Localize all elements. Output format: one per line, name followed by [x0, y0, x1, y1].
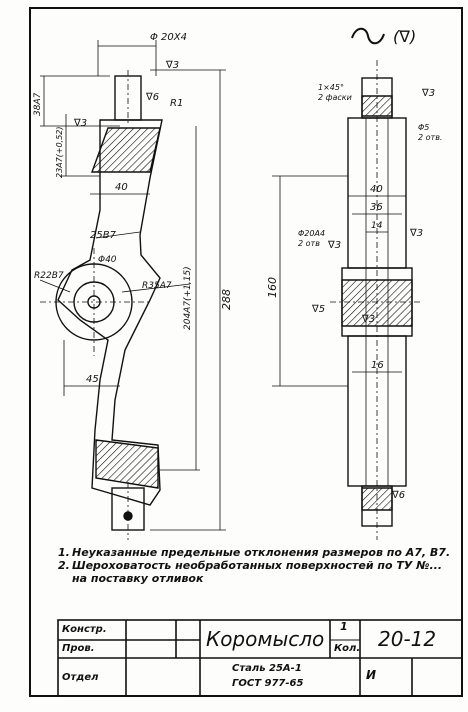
dim-top-width: Φ 20X4: [150, 32, 187, 43]
dim-side-r3-b: ∇3: [361, 314, 375, 325]
upper-section: [91, 127, 161, 173]
tb-material-1: Сталь 25А-1: [232, 663, 302, 674]
dim-r1: R1: [170, 98, 183, 109]
dim-roughness-6: ∇6: [145, 92, 159, 103]
side-dims: [272, 175, 406, 387]
dim-side-r6-bottom: ∇6: [391, 490, 405, 501]
note-1-text: Неуказанные предельные отклонения размер…: [72, 546, 451, 559]
central-hole: [73, 281, 115, 323]
dim-side-w16: 16: [371, 360, 384, 371]
dim-side-r5: ∇5: [311, 304, 325, 315]
dim-h-204: 204A7(+1,15): [183, 266, 193, 330]
dim-w-40: 40: [115, 182, 128, 193]
dim-h160: 160: [266, 277, 279, 298]
dim-hole5-2: 2 отв.: [418, 133, 442, 142]
dim-hole20-2: 2 отв: [298, 239, 320, 248]
drawing-notes: 1. Неуказанные предельные отклонения раз…: [58, 546, 458, 585]
roughness-sign-icon: [351, 27, 385, 45]
note-1-number: 1.: [58, 546, 70, 559]
title-block-lines: [57, 619, 463, 697]
tb-prov: Пров.: [62, 643, 95, 654]
note-2: 2. Шероховатость необработанных поверхно…: [58, 559, 458, 585]
dim-hole-40: Φ40: [98, 255, 117, 265]
tb-qty: 1: [340, 620, 348, 633]
front-view: [40, 70, 163, 540]
dim-side-w40: 40: [370, 184, 383, 195]
tb-material-2: ГОСТ 977-65: [232, 678, 304, 689]
dim-w-45: 45: [86, 374, 99, 385]
dim-h-38: 38A7: [33, 92, 43, 116]
dim-h-23: 23A7(+0,52): [55, 127, 64, 179]
tb-mark: И: [366, 668, 377, 682]
dim-hole20: Φ20A4: [298, 229, 325, 238]
roughness-mark: (∇): [393, 27, 416, 46]
dim-r3: ∇3: [73, 118, 87, 129]
note-2-text: Шероховатость необработанных поверхносте…: [72, 559, 443, 585]
lower-section: [95, 439, 159, 489]
dim-r3-top: ∇3: [421, 88, 435, 99]
side-view: [330, 60, 422, 540]
dim-chamfer: 1×45°: [318, 83, 344, 92]
tb-code: 20-12: [378, 627, 437, 651]
dim-side-r3-right: ∇3: [409, 228, 423, 239]
tb-otdel: Отдел: [62, 672, 99, 683]
bottom-boss: [111, 487, 145, 531]
dim-a-25: 25B7: [90, 230, 117, 241]
dim-r22: R22B7: [34, 271, 64, 281]
tb-part-name: Коромысло: [206, 627, 325, 651]
dim-total-288: 288: [220, 289, 233, 310]
dim-side-r3-a: ∇3: [327, 240, 341, 251]
dim-hole5: Φ5: [418, 123, 429, 132]
tb-konstr: Констр.: [62, 624, 107, 635]
dim-r35: R35A7: [142, 281, 172, 291]
note-2-number: 2.: [58, 559, 70, 572]
rocker-outline: [57, 119, 163, 506]
tb-qty-label: Кол.: [334, 643, 361, 654]
dim-roughness-top: ∇3: [165, 60, 179, 71]
sheet-frame: [29, 7, 463, 697]
dim-side-w36: 36: [370, 202, 383, 213]
note-1: 1. Неуказанные предельные отклонения раз…: [58, 546, 458, 559]
front-dims: [39, 40, 226, 531]
dim-chamfer-2: 2 фаски: [318, 93, 352, 102]
dim-side-w14: 14: [371, 221, 383, 231]
